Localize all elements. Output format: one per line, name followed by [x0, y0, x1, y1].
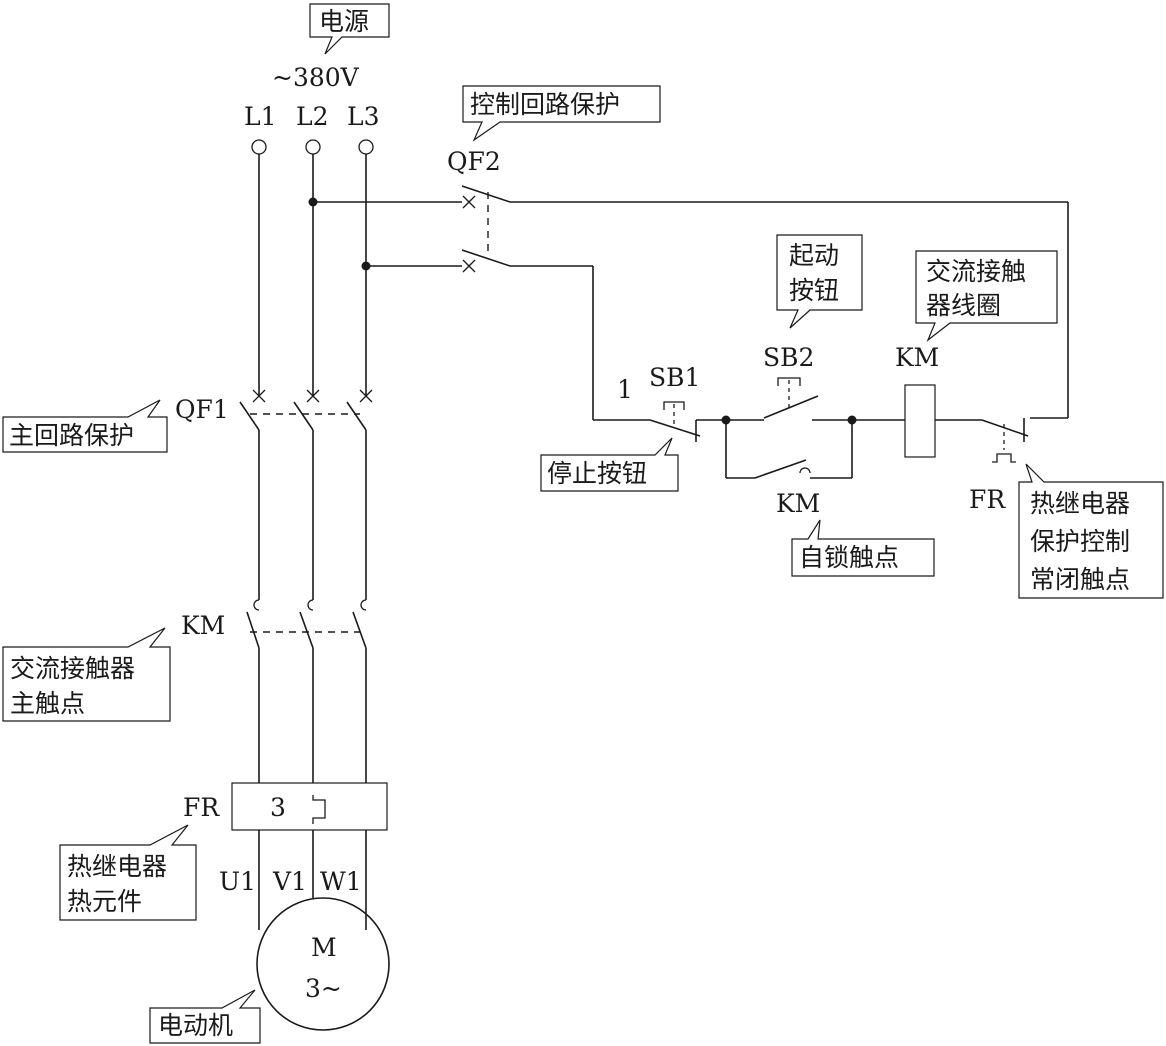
callout-motor: 电动机 [149, 989, 261, 1044]
km-aux-label: KM [776, 489, 820, 518]
svg-text:器线圈: 器线圈 [926, 291, 1001, 320]
svg-text:热继电器: 热继电器 [1030, 489, 1130, 518]
svg-text:按钮: 按钮 [789, 276, 839, 305]
callouts: 电源 控制回路保护 主回路保护 起动 按钮 交流接触 器线圈 停止按钮 [2, 3, 1164, 1044]
callout-main-circuit-protection: 主回路保护 [2, 399, 168, 453]
control-circuit [308, 185, 1069, 479]
svg-text:交流接触器: 交流接触器 [10, 654, 135, 683]
svg-text:常闭触点: 常闭触点 [1030, 565, 1130, 594]
svg-text:主触点: 主触点 [10, 689, 85, 718]
v1-label: V1 [272, 867, 307, 896]
fr-nc-contact-symbol [981, 418, 1029, 463]
main-circuit [231, 139, 390, 1031]
km-main-contacts [246, 599, 367, 649]
svg-text:热元件: 热元件 [67, 887, 142, 916]
sb1-stop-button-symbol [649, 401, 726, 442]
callout-control-circuit-protection: 控制回路保护 [462, 85, 661, 142]
junction-sb-left [721, 415, 731, 425]
sb1-label: SB1 [649, 363, 700, 392]
fr-ctrl-label: FR [969, 485, 1006, 514]
fr-main-label: FR [183, 793, 220, 822]
l3-label: L3 [347, 102, 380, 131]
svg-text:起动: 起动 [789, 241, 839, 270]
sb2-start-button-symbol [726, 377, 852, 421]
km-self-lock-contact [725, 420, 853, 479]
terminal-l1 [251, 139, 267, 155]
terminal-l2 [305, 139, 321, 155]
supply-voltage-label: ~380V [272, 63, 360, 92]
svg-text:交流接触: 交流接触 [926, 257, 1026, 286]
callout-thermal-relay-nc-contact: 热继电器 保护控制 常闭触点 [1018, 463, 1164, 599]
fr-number-label: 3 [270, 793, 286, 822]
motor-symbol [256, 897, 390, 1031]
motor-phase-label: 3~ [305, 974, 342, 1003]
callout-power-source: 电源 [309, 3, 390, 55]
component-labels: ~380V L1 L2 L3 QF1 QF2 KM FR 3 U1 V1 W1 … [175, 63, 1006, 1003]
u1-label: U1 [219, 867, 256, 896]
callout-stop-button: 停止按钮 [540, 437, 679, 492]
l2-label: L2 [296, 102, 329, 131]
callout-self-lock-contact: 自锁触点 [791, 519, 935, 577]
sb2-label: SB2 [763, 343, 814, 372]
node-1-label: 1 [617, 375, 633, 404]
qf2-label: QF2 [447, 147, 501, 176]
svg-text:控制回路保护: 控制回路保护 [470, 90, 620, 119]
callout-thermal-relay-element: 热继电器 热元件 [59, 824, 197, 921]
svg-text:自锁触点: 自锁触点 [799, 543, 899, 572]
motor-m-label: M [311, 933, 337, 962]
qf1-breaker [239, 389, 373, 431]
callout-contactor-main-contact: 交流接触器 主触点 [2, 627, 171, 722]
fr-thermal-element [231, 782, 388, 831]
w1-label: W1 [320, 867, 362, 896]
km-coil-label: KM [895, 343, 939, 372]
junction-l2 [308, 197, 318, 207]
km-main-label: KM [181, 611, 225, 640]
terminal-l3 [358, 139, 374, 155]
callout-contactor-coil: 交流接触 器线圈 [915, 250, 1058, 342]
callout-start-button: 起动 按钮 [776, 234, 863, 329]
qf1-label: QF1 [175, 395, 229, 424]
svg-text:保护控制: 保护控制 [1030, 527, 1130, 556]
svg-text:热继电器: 热继电器 [67, 852, 167, 881]
l1-label: L1 [244, 102, 277, 131]
svg-text:停止按钮: 停止按钮 [547, 459, 647, 488]
qf2-breaker [461, 185, 511, 273]
km-coil-symbol [904, 384, 936, 458]
svg-text:主回路保护: 主回路保护 [9, 421, 134, 450]
svg-text:电源: 电源 [319, 7, 369, 36]
junction-l3 [361, 261, 371, 271]
svg-text:电动机: 电动机 [158, 1011, 233, 1040]
